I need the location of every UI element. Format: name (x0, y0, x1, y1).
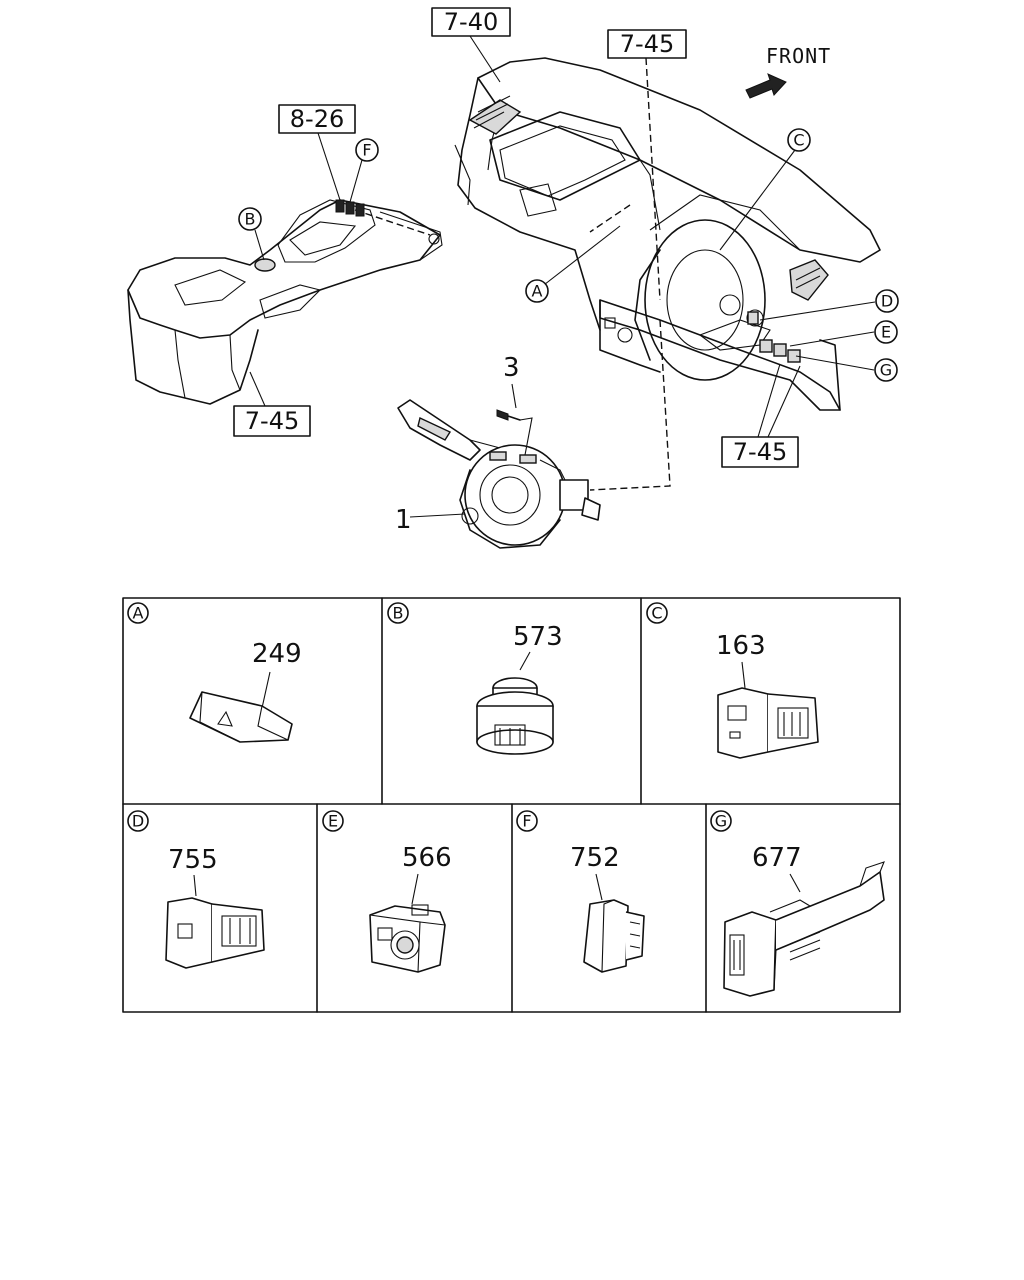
svg-text:D: D (881, 292, 893, 311)
callout-f[interactable]: F (355, 138, 379, 162)
part-number-3: 3 (503, 353, 520, 383)
callout-b[interactable]: B (238, 207, 262, 231)
detail-panel-a[interactable]: A 249 (127, 602, 302, 743)
front-arrow-icon (745, 73, 787, 99)
svg-text:E: E (881, 323, 891, 342)
panel-b-letter: B (393, 604, 404, 623)
panel-e-part-number: 566 (402, 843, 452, 873)
panel-d-part-number: 755 (168, 845, 218, 875)
leader-b (254, 229, 265, 261)
ref-box-8-26[interactable]: 8-26 (278, 104, 356, 134)
svg-text:7-45: 7-45 (620, 30, 674, 58)
detail-panel-c[interactable]: C 163 (646, 602, 819, 759)
svg-text:8-26: 8-26 (290, 105, 344, 133)
svg-text:B: B (245, 210, 256, 229)
svg-text:C: C (793, 131, 804, 150)
leader-7-45-console (249, 371, 266, 407)
panel-b-part-number: 573 (513, 622, 563, 652)
svg-text:A: A (532, 282, 543, 301)
leader-a (539, 225, 621, 289)
svg-text:F: F (362, 141, 371, 160)
panel-a-part-number: 249 (252, 639, 302, 669)
ref-box-7-45-top[interactable]: 7-45 (607, 29, 687, 59)
leader-combination-switch (589, 319, 671, 491)
rocker-switch-c-icon (717, 687, 819, 759)
panel-g-letter: G (715, 812, 727, 831)
ref-box-7-45-console[interactable]: 7-45 (233, 405, 311, 437)
svg-text:FRONT: FRONT (766, 44, 831, 68)
leader-c (719, 149, 796, 251)
panel-f-letter: F (522, 812, 531, 831)
ref-box-7-45-right[interactable]: 7-45 (721, 436, 799, 468)
panel-c-part-number: 163 (716, 631, 766, 661)
panel-c-letter: C (651, 604, 662, 623)
leader-e (789, 331, 875, 347)
rocker-switch-d-icon (165, 897, 265, 969)
front-arrow: FRONT (745, 44, 831, 99)
panel-g-part-number: 677 (752, 843, 802, 873)
leader-console-f (354, 209, 431, 236)
dimmer-switch-icon (369, 904, 446, 973)
leader-7-45-right-a (757, 363, 781, 438)
mirror-knob-icon (476, 677, 554, 755)
part-number-1: 1 (395, 505, 412, 535)
panel-f-part-number: 752 (570, 843, 620, 873)
leader-d (759, 301, 876, 321)
callout-e[interactable]: E (874, 320, 898, 344)
callout-d[interactable]: D (875, 289, 899, 313)
leader-8-26 (317, 132, 341, 201)
svg-text:G: G (880, 361, 892, 380)
connector-switch-icon (723, 861, 885, 997)
instrument-panel (454, 57, 881, 411)
leader-g (795, 355, 875, 371)
panel-e-letter: E (328, 812, 338, 831)
svg-text:7-45: 7-45 (733, 438, 787, 466)
leader-7-40 (469, 35, 501, 83)
screw[interactable] (496, 409, 521, 421)
panel-d-letter: D (132, 812, 144, 831)
callout-a[interactable]: A (525, 279, 549, 303)
panel-a-letter: A (133, 604, 144, 623)
callout-g[interactable]: G (874, 358, 898, 382)
callout-c[interactable]: C (787, 128, 811, 152)
center-console (127, 199, 443, 405)
ref-box-7-40[interactable]: 7-40 (431, 7, 511, 37)
svg-text:7-40: 7-40 (444, 8, 498, 36)
leader-part-1 (409, 513, 466, 518)
detail-panel-b[interactable]: B 573 (387, 602, 563, 755)
svg-text:7-45: 7-45 (245, 407, 299, 435)
leader-7-45-right-b (767, 365, 801, 438)
leader-7-45-top (645, 57, 661, 301)
detail-panel-g[interactable]: G 677 (710, 810, 885, 997)
detail-panel-d[interactable]: D 755 (127, 810, 265, 969)
leader-dash-a (589, 204, 631, 233)
combination-switch[interactable] (397, 399, 601, 549)
blank-switch-icon (583, 899, 645, 973)
leader-part-3 (511, 383, 533, 456)
detail-panel-e[interactable]: E 566 (322, 810, 452, 973)
detail-panel-f[interactable]: F 752 (516, 810, 645, 973)
leader-f (349, 159, 363, 203)
